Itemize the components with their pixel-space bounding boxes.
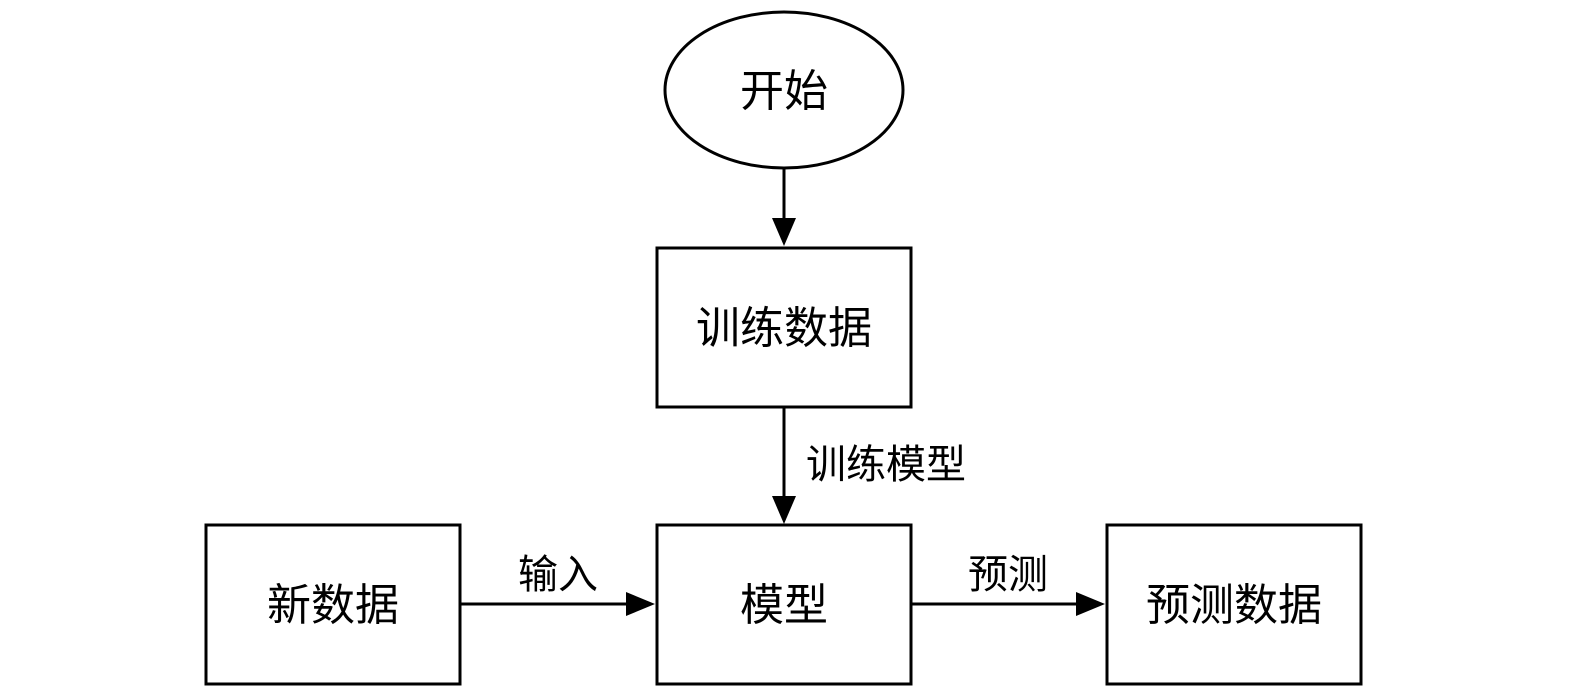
arrow-head-train-model — [772, 496, 796, 524]
edge-input: 输入 — [460, 552, 655, 616]
predict-label: 预测 — [968, 552, 1048, 598]
edge-predict: 预测 — [911, 552, 1105, 616]
node-prediction-data: 预测数据 — [1105, 523, 1363, 686]
model-label: 模型 — [740, 580, 828, 631]
arrow-head-predict — [1076, 592, 1105, 616]
edge-start-to-training — [772, 168, 796, 246]
new-data-box — [204, 523, 462, 686]
arrow-head-input — [626, 592, 655, 616]
train-model-label: 训练模型 — [806, 442, 966, 488]
model-box — [655, 523, 913, 686]
training-data-label: 训练数据 — [696, 303, 872, 354]
prediction-data-label: 预测数据 — [1146, 580, 1322, 631]
prediction-data-box — [1105, 523, 1363, 686]
node-model: 模型 — [655, 523, 913, 686]
node-start: 开始 — [663, 10, 905, 170]
start-label: 开始 — [740, 66, 828, 117]
training-data-box — [655, 246, 913, 409]
new-data-label: 新数据 — [267, 580, 399, 631]
input-label: 输入 — [518, 552, 598, 598]
node-training-data: 训练数据 — [655, 246, 913, 409]
arrow-head-start — [772, 218, 796, 246]
node-new-data: 新数据 — [204, 523, 462, 686]
edge-train-model: 训练模型 — [772, 407, 966, 524]
